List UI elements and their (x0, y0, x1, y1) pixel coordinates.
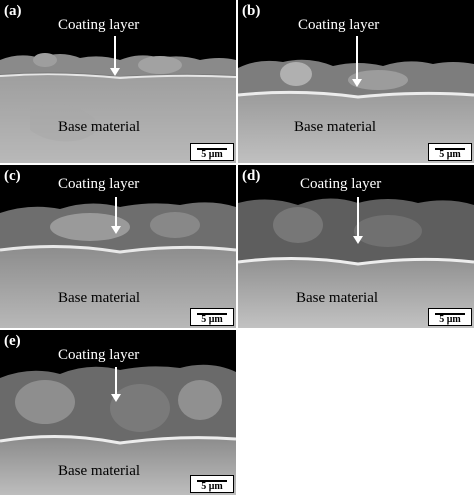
panel-label: (b) (242, 3, 261, 19)
coating-layer-label: Coating layer (300, 176, 382, 192)
scale-bar-label: 5 μm (201, 149, 223, 160)
arrow-icon (111, 197, 121, 234)
base-material-label: Base material (58, 290, 141, 306)
sem-image-e (0, 330, 236, 495)
panel-label: (a) (4, 3, 22, 19)
arrow-icon (352, 36, 362, 87)
base-material-label: Base material (58, 463, 141, 479)
scale-bar: 5 μm (190, 143, 234, 161)
panel-label: (c) (4, 168, 21, 184)
scale-bar: 5 μm (428, 143, 472, 161)
base-material-label: Base material (58, 119, 141, 135)
coating-layer-label: Coating layer (58, 347, 140, 363)
arrow-icon (110, 36, 120, 76)
sem-image-a (0, 0, 236, 163)
scale-bar: 5 μm (190, 308, 234, 326)
panel-a: (a) Coating layer Base material 5 μm (0, 0, 236, 163)
panel-d: (d) Coating layer Base material 5 μm (238, 165, 474, 328)
coating-layer-label: Coating layer (58, 176, 140, 192)
arrow-icon (353, 197, 363, 244)
scale-bar-line (435, 148, 465, 150)
scale-bar-label: 5 μm (439, 314, 461, 325)
panel-label: (e) (4, 333, 21, 349)
panel-label: (d) (242, 168, 261, 184)
scale-bar: 5 μm (190, 475, 234, 493)
scale-bar-label: 5 μm (201, 314, 223, 325)
scale-bar-line (197, 313, 227, 315)
scale-bar-line (197, 480, 227, 482)
arrow-icon (111, 367, 121, 402)
scale-bar-label: 5 μm (439, 149, 461, 160)
sem-image-c (0, 165, 236, 328)
scale-bar-label: 5 μm (201, 481, 223, 492)
base-material-label: Base material (294, 119, 377, 135)
coating-layer-label: Coating layer (298, 17, 380, 33)
panel-e: (e) Coating layer Base material 5 μm (0, 330, 236, 495)
scale-bar: 5 μm (428, 308, 472, 326)
coating-layer-label: Coating layer (58, 17, 140, 33)
scale-bar-line (197, 148, 227, 150)
base-material-label: Base material (296, 290, 379, 306)
panel-b: (b) Coating layer Base material 5 μm (238, 0, 474, 163)
sem-image-d (238, 165, 474, 328)
panel-c: (c) Coating layer Base material 5 μm (0, 165, 236, 328)
sem-image-b (238, 0, 474, 163)
scale-bar-line (435, 313, 465, 315)
